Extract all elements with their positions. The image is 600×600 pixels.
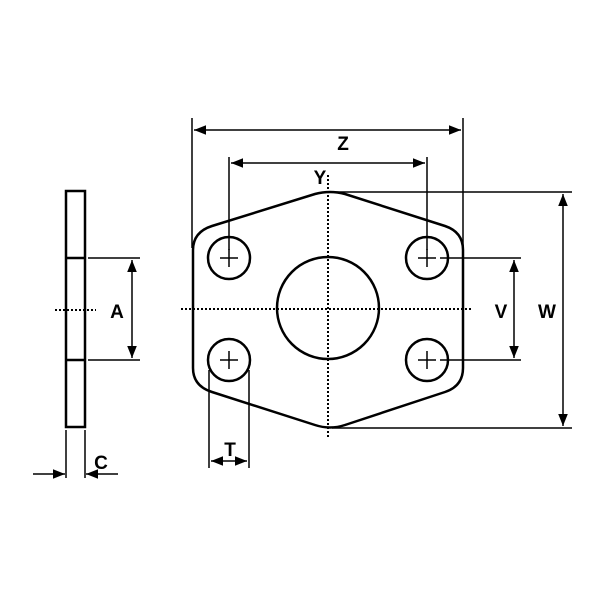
dimension-t: T [208, 370, 250, 468]
dimension-w: W [332, 191, 572, 429]
label-a: A [110, 302, 124, 323]
label-c: C [94, 453, 108, 474]
label-v: V [495, 302, 508, 323]
label-z: Z [337, 134, 349, 155]
dimension-z: Z [191, 118, 464, 248]
front-view [181, 175, 473, 438]
label-t: T [224, 440, 236, 461]
label-y: Y [314, 168, 327, 189]
dimension-c: C [33, 430, 118, 479]
dimension-v: V [440, 257, 521, 361]
side-view [55, 189, 96, 429]
label-w: W [538, 302, 556, 323]
dimension-y: Y [228, 157, 428, 250]
dimension-a: A [88, 257, 140, 361]
